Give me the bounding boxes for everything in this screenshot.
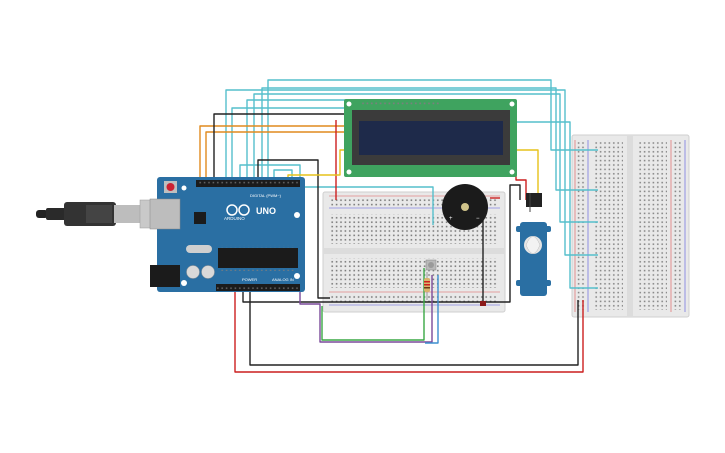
wire-blue-1 <box>425 275 439 344</box>
svg-text:−: − <box>476 216 480 222</box>
arduino-uno: DIGITAL (PWM~) ARDUINO UNO POWER ANALOG … <box>149 177 305 292</box>
servo-motor <box>516 193 551 296</box>
wire-cyan-5 <box>231 107 345 183</box>
svg-text:+: + <box>449 216 453 222</box>
wire-green-1 <box>321 268 425 341</box>
wire-black-2 <box>257 159 330 299</box>
wire-cyan-3 <box>253 93 598 223</box>
wires <box>199 79 598 373</box>
model-label: UNO <box>256 206 276 216</box>
potentiometer <box>425 259 437 271</box>
resistor <box>424 272 430 300</box>
wire-orange-2 <box>205 131 345 183</box>
wire-cyan-4 <box>246 99 345 183</box>
small-component <box>480 301 486 306</box>
wire-cyan-6 <box>225 89 598 256</box>
wire-orange-1 <box>199 125 345 183</box>
digital-label: DIGITAL (PWM~) <box>250 193 282 198</box>
arduino-logo-icon <box>226 204 250 216</box>
wire-black-5 <box>498 184 521 303</box>
wire-black-1 <box>213 113 345 183</box>
power-label: POWER <box>242 277 257 282</box>
lcd-16x2 <box>344 99 517 177</box>
analog-label: ANALOG IN <box>272 277 294 282</box>
breadboard-side <box>571 134 690 318</box>
wire-black-3 <box>242 290 498 303</box>
wire-cyan-7 <box>516 121 598 289</box>
wire-red-3 <box>234 290 584 373</box>
piezo-buzzer: + − <box>442 184 488 230</box>
wire-cyan-9 <box>273 169 293 183</box>
wire-black-6 <box>249 290 579 366</box>
wire-yellow-1 <box>287 149 539 200</box>
brand-label: ARDUINO <box>224 216 245 221</box>
wire-cyan-8 <box>239 164 434 225</box>
usb-cable <box>36 199 163 229</box>
wire-purple-1 <box>299 275 433 343</box>
